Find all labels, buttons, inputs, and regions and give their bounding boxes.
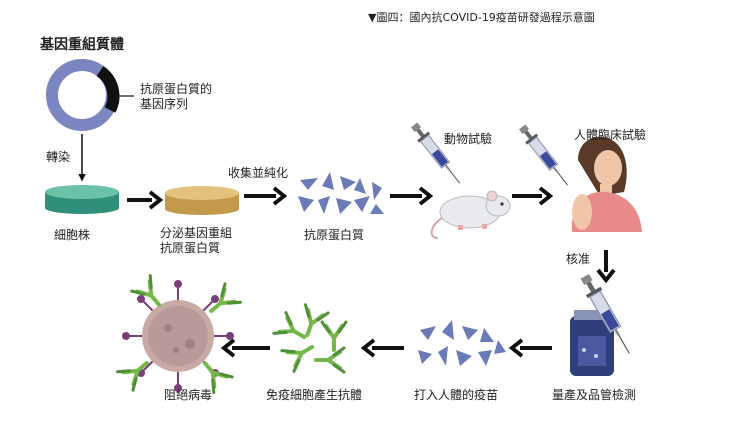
arrow-to-inject [508, 338, 552, 358]
approval-label: 核准 [566, 252, 591, 266]
transfection-label: 轉染 [46, 150, 71, 164]
immune-antibody-label: 免疫細胞產生抗體 [266, 388, 363, 402]
inject-vaccine-label: 打入人體的疫苗 [414, 388, 499, 402]
lab-mouse [430, 190, 511, 239]
human-trial-label: 人體臨床試驗 [574, 128, 647, 142]
human-syringe [516, 122, 574, 191]
antigen-protein-label: 抗原蛋白質 [304, 228, 365, 242]
human-volunteer [571, 136, 642, 232]
culture-dish [165, 186, 239, 215]
plasmid-title: 基因重組質體 [40, 37, 124, 53]
production-qc-label: 量產及品管檢測 [552, 388, 637, 402]
arrow-to-culture [127, 190, 164, 210]
arrow-collect-purify [244, 186, 288, 206]
animal-syringe [408, 120, 466, 189]
antibody-cluster [271, 302, 348, 374]
arrow-to-human [512, 186, 554, 206]
arrow-to-animal [390, 186, 434, 206]
block-virus-label: 阻絕病毒 [164, 388, 213, 402]
plasmid-ring [46, 59, 120, 131]
secreted-protein-label: 分泌基因重組 抗原蛋白質 [160, 226, 233, 255]
arrow-approval [596, 250, 616, 284]
vaccine-protein-cluster [418, 320, 506, 366]
arrow-to-block [220, 338, 270, 358]
antigen-protein-cluster [298, 172, 384, 214]
collect-purify-label: 收集並純化 [228, 166, 289, 180]
arrow-to-immune [360, 338, 404, 358]
cell-line-dish [45, 185, 119, 214]
figure-caption: ▼圖四：國內抗COVID-19疫苗研發過程示意圖 [368, 11, 595, 24]
coronavirus [122, 280, 234, 392]
cell-line-label: 細胞株 [54, 228, 91, 242]
gene-sequence-label: 抗原蛋白質的 基因序列 [140, 82, 213, 111]
animal-test-label: 動物試驗 [444, 132, 493, 146]
vaccine-vial [570, 310, 614, 376]
